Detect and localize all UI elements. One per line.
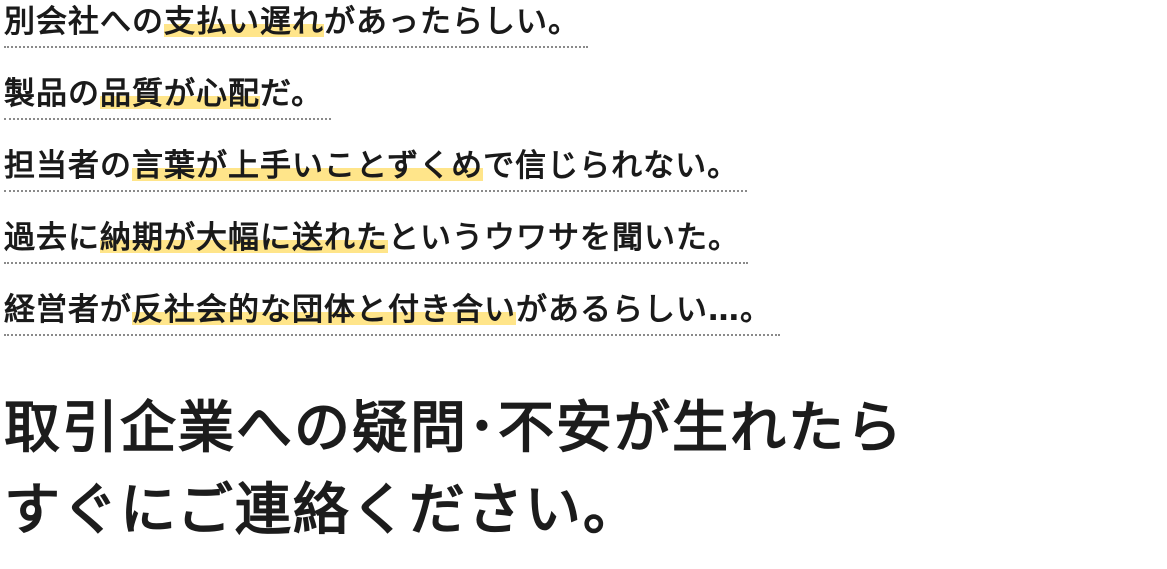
concern-highlight: 納期が大幅に送れた bbox=[100, 220, 388, 256]
concern-highlight: 支払い遅れ bbox=[164, 4, 324, 40]
concern-text: 経営者が bbox=[4, 292, 132, 328]
concern-text: で信じられない。 bbox=[483, 148, 740, 184]
concern-text: 担当者の bbox=[4, 148, 132, 184]
headline-line-2: すぐにご連絡ください。 bbox=[4, 478, 641, 543]
concern-list: 別会社への支払い遅れがあったらしい。 製品の品質が心配だ。 担当者の言葉が上手い… bbox=[4, 0, 1164, 360]
concern-text: 別会社への bbox=[4, 4, 164, 40]
concern-line-payment-delay: 別会社への支払い遅れがあったらしい。 bbox=[4, 0, 588, 48]
concern-text: だ。 bbox=[260, 76, 324, 112]
concern-text: があったらしい。 bbox=[324, 4, 580, 40]
concern-highlight: 品質が心配 bbox=[100, 76, 260, 112]
concern-line-sales-talk: 担当者の言葉が上手いことずくめで信じられない。 bbox=[4, 144, 748, 192]
call-to-action-headline: 取引企業への疑問･不安が生れたら すぐにご連絡ください。 bbox=[4, 388, 1164, 552]
concern-text: 製品の bbox=[4, 76, 100, 112]
concern-line-delivery-delay: 過去に納期が大幅に送れたというウワサを聞いた。 bbox=[4, 216, 748, 264]
headline-line-1: 取引企業への疑問･不安が生れたら bbox=[4, 396, 904, 461]
concern-highlight: 言葉が上手いことずくめ bbox=[132, 148, 484, 184]
concern-highlight: 反社会的な団体と付き合い bbox=[132, 292, 516, 328]
concern-text: というウワサを聞いた。 bbox=[388, 220, 740, 256]
concern-line-antisocial: 経営者が反社会的な団体と付き合いがあるらしい…。 bbox=[4, 288, 780, 336]
concern-text: 過去に bbox=[4, 220, 100, 256]
concern-line-quality: 製品の品質が心配だ。 bbox=[4, 72, 332, 120]
concern-text: があるらしい…。 bbox=[516, 292, 772, 328]
